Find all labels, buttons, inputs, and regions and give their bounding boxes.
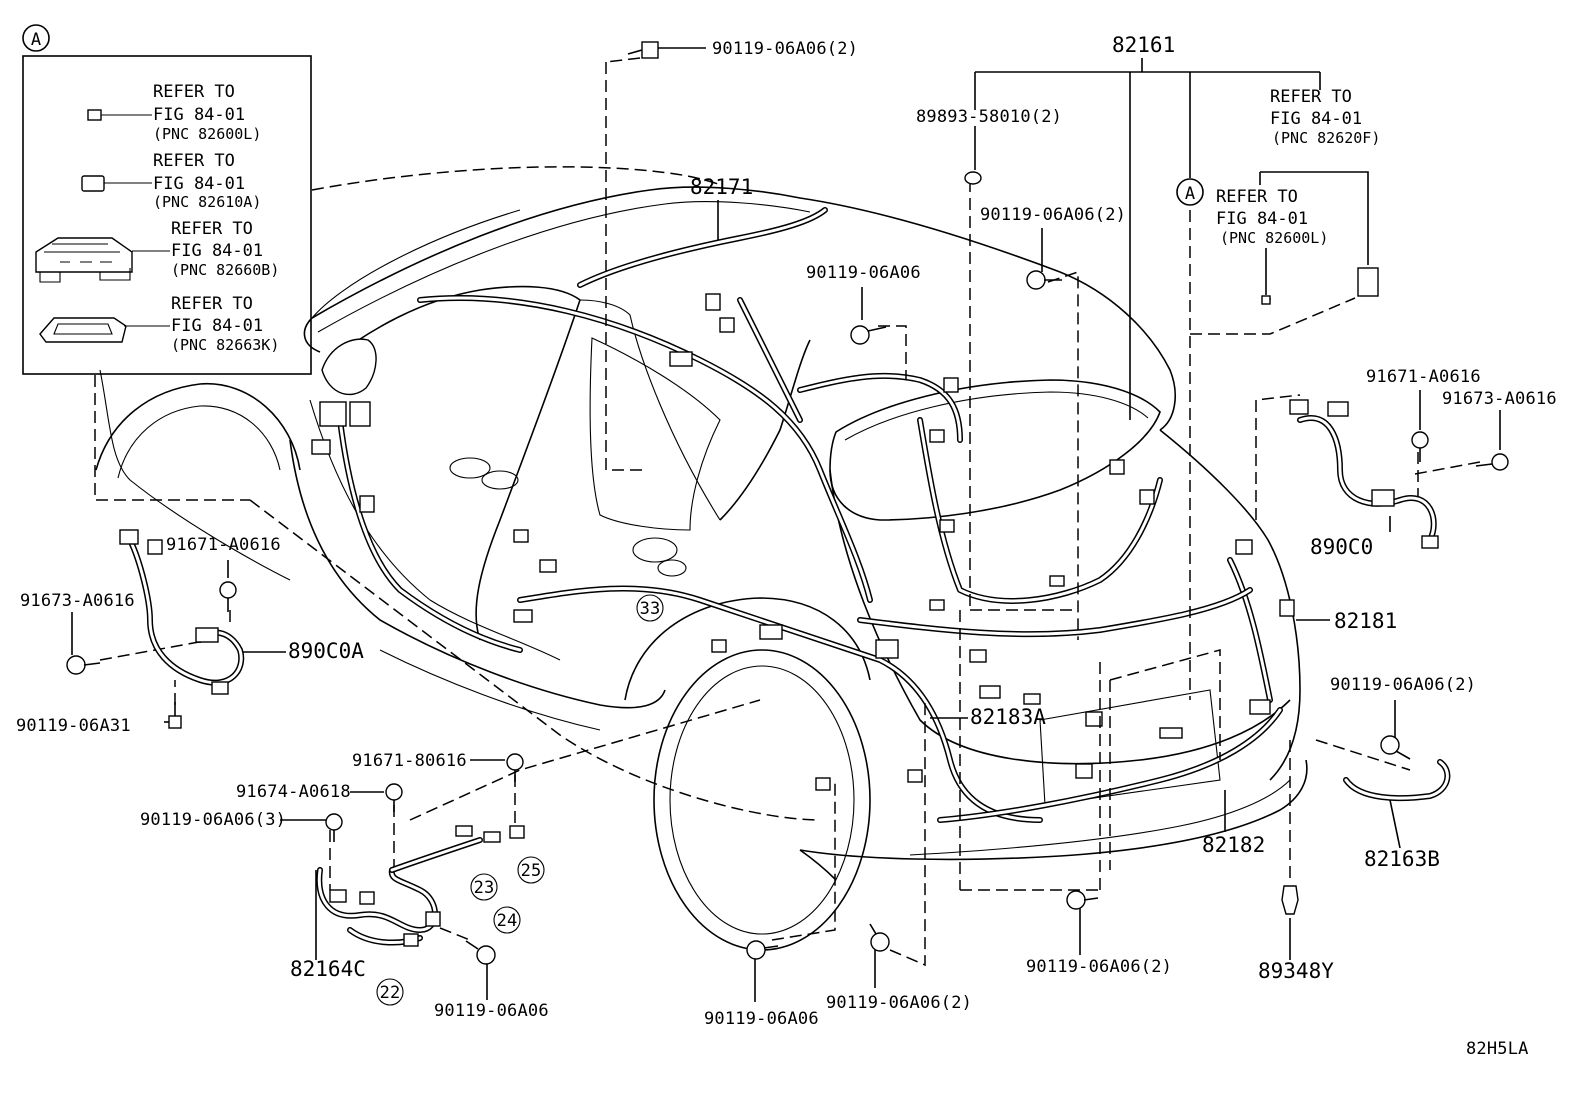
label-bolt-three: 90119-06A06(3)	[140, 810, 286, 830]
inset-ref-2-line1: REFER TO	[153, 151, 235, 171]
inset-ref-1-line1: REFER TO	[153, 82, 235, 102]
bolt-icon	[869, 923, 890, 952]
vehicle-body	[95, 186, 1308, 951]
relay-icon	[81, 175, 105, 192]
inset-ref-4-line2: FIG 84-01	[171, 316, 263, 336]
label-89893-58010: 89893-58010(2)	[916, 107, 1062, 127]
bolt-icon	[850, 325, 887, 345]
label-890c0: 890C0	[1310, 535, 1373, 559]
inset-badge: A	[31, 30, 41, 50]
clip-icon	[1261, 295, 1271, 305]
callout-33: 33	[640, 599, 661, 619]
callout-25: 25	[521, 861, 542, 881]
inset-ref-2-line3: (PNC 82610A)	[153, 193, 261, 211]
label-82183a: 82183A	[970, 705, 1046, 729]
bolt-icon	[66, 655, 101, 675]
circle-marker-a: A	[1185, 184, 1195, 204]
label-91671-80616: 91671-80616	[352, 751, 467, 771]
clip-icon	[964, 171, 982, 185]
right-ref-2-line2: FIG 84-01	[1216, 209, 1308, 229]
bolt-icon	[746, 940, 779, 960]
dashed-leaders	[94, 57, 1481, 967]
label-bolt-bottom-single-2: 90119-06A06	[434, 1001, 549, 1021]
label-bolt-right: 90119-06A06(2)	[1330, 675, 1476, 695]
fasteners	[66, 41, 1509, 965]
label-bolt-mid: 90119-06A06(2)	[980, 205, 1126, 225]
bolt-icon	[1026, 270, 1062, 290]
inset-group: A REFER TO FIG 84-01 (PNC 82600L) REFER …	[22, 24, 312, 375]
callout-23: 23	[474, 878, 495, 898]
leader-lines	[71, 47, 1501, 1002]
callout-22: 22	[380, 983, 401, 1003]
inset-ref-1-line3: (PNC 82600L)	[153, 125, 261, 143]
bolt-icon	[1066, 890, 1099, 910]
connector-icon	[1357, 267, 1379, 297]
label-82171: 82171	[690, 175, 753, 199]
harness-82163b	[1343, 759, 1451, 802]
inset-ref-3-line1: REFER TO	[171, 219, 253, 239]
bolt-icon	[219, 581, 237, 612]
bolt-icon	[168, 702, 182, 729]
inset-ref-2-line2: FIG 84-01	[153, 174, 245, 194]
label-bolt-single: 90119-06A06	[806, 263, 921, 283]
label-bolt-bottom-left: 90119-06A06(2)	[826, 993, 972, 1013]
bolt-icon	[325, 813, 343, 842]
callout-24: 24	[497, 911, 518, 931]
label-bolt-top: 90119-06A06(2)	[712, 39, 858, 59]
label-91671-left: 91671-A0616	[166, 535, 281, 555]
callout-markers: 33 23 24 25 22 A	[376, 178, 1204, 1006]
label-82181: 82181	[1334, 609, 1397, 633]
clip-icon	[1281, 885, 1299, 915]
wire-harnesses	[311, 207, 1295, 823]
label-82164c: 82164C	[290, 957, 366, 981]
connector-icon	[87, 109, 102, 121]
inset-box	[22, 55, 312, 375]
right-ref-1-line3: (PNC 82620F)	[1272, 129, 1380, 147]
label-bolt-a31: 90119-06A31	[16, 716, 131, 736]
bolt-icon	[1411, 431, 1429, 462]
label-82182: 82182	[1202, 833, 1265, 857]
figure-code: 82H5LA	[1466, 1039, 1529, 1059]
sensor-harness-left	[119, 529, 245, 695]
label-82163b: 82163B	[1364, 847, 1440, 871]
label-91674: 91674-A0618	[236, 782, 351, 802]
right-ref-2-line3: (PNC 82600L)	[1220, 229, 1328, 247]
right-ref-1-line2: FIG 84-01	[1270, 109, 1362, 129]
label-91671-right: 91671-A0616	[1366, 367, 1481, 387]
harness-82164c	[316, 825, 525, 947]
inset-ref-3-line2: FIG 84-01	[171, 241, 263, 261]
bolt-icon	[465, 940, 496, 965]
bolt-icon	[385, 783, 403, 812]
inset-ref-3-line3: (PNC 82660B)	[171, 261, 279, 279]
right-ref-2-line1: REFER TO	[1216, 187, 1298, 207]
bolt-icon	[1380, 735, 1411, 760]
label-bolt-bottom-center: 90119-06A06(2)	[1026, 957, 1172, 977]
label-89348y: 89348Y	[1258, 959, 1334, 983]
inset-ref-4-line3: (PNC 82663K)	[171, 336, 279, 354]
label-bolt-bottom-single: 90119-06A06	[704, 1009, 819, 1029]
right-ref-1-line1: REFER TO	[1270, 87, 1352, 107]
label-91673-left: 91673-A0616	[20, 591, 135, 611]
label-890c0a: 890C0A	[288, 639, 364, 663]
junction-block-icon	[35, 237, 133, 283]
bolt-icon	[1475, 453, 1509, 471]
sensor-harness-right	[1289, 399, 1439, 549]
label-82161: 82161	[1112, 33, 1175, 57]
bolt-icon	[506, 753, 524, 782]
label-91673-right: 91673-A0616	[1442, 389, 1557, 409]
bolt-icon	[627, 41, 659, 59]
inset-badge-circle	[22, 24, 50, 52]
inset-ref-4-line1: REFER TO	[171, 294, 253, 314]
inset-ref-1-line2: FIG 84-01	[153, 105, 245, 125]
cover-icon	[39, 317, 127, 343]
